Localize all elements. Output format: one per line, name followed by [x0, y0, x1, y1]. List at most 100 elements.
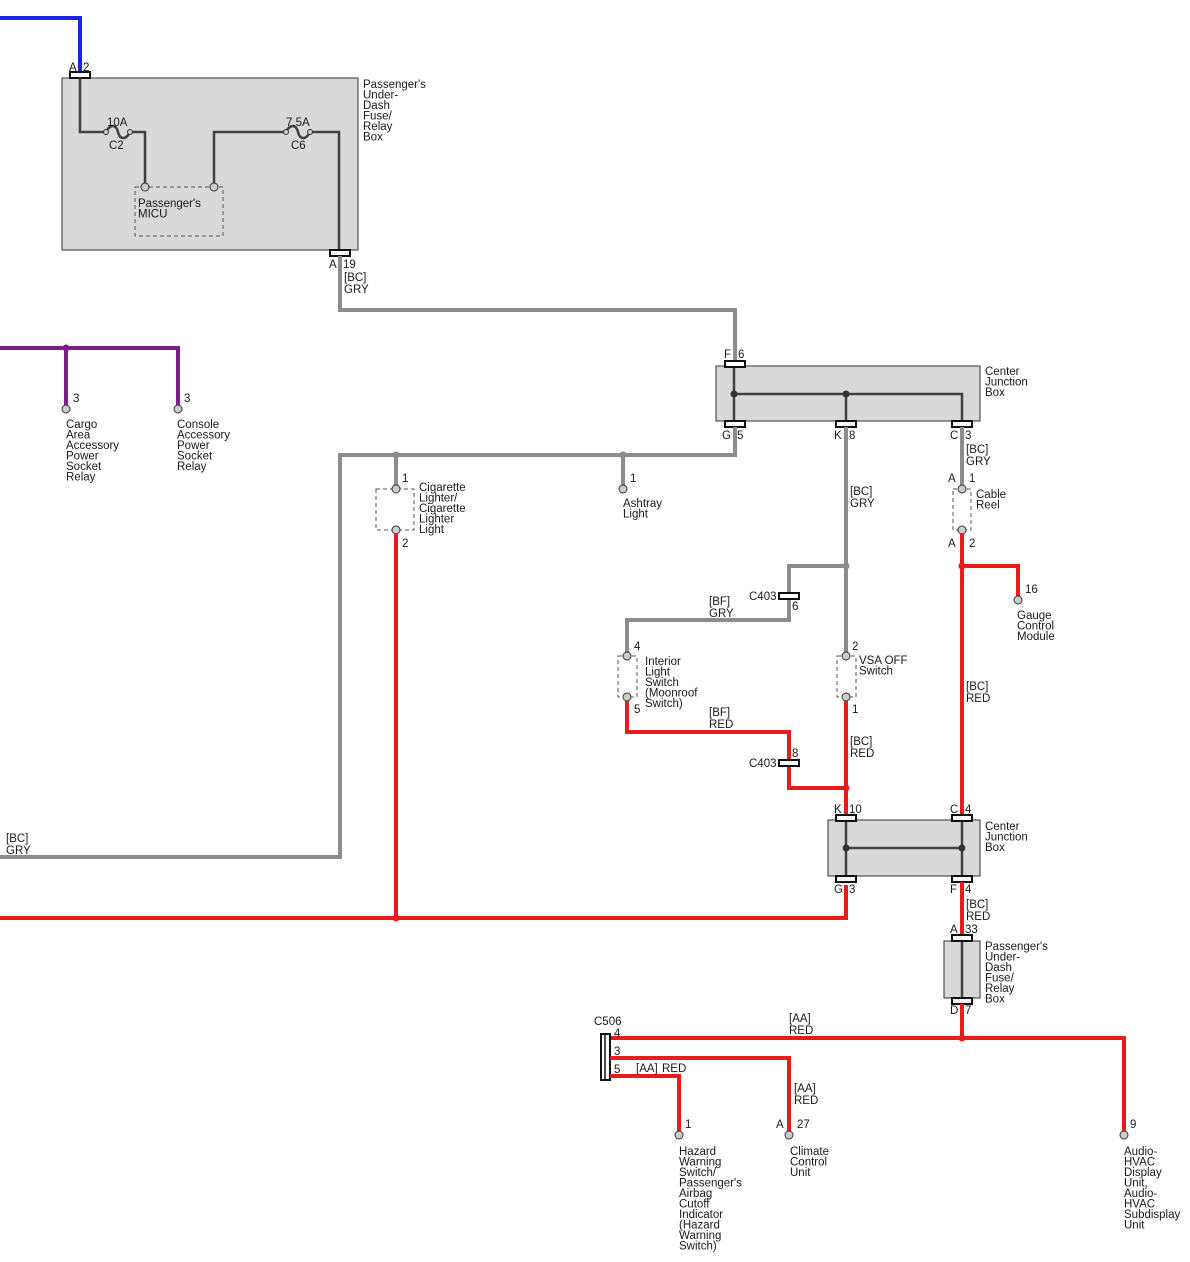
wire-climate-red-code: [AA] [794, 1083, 816, 1095]
connector-c4-pin: 4 [965, 804, 972, 816]
cjb-top-label: Center Junction Box [985, 366, 1031, 399]
ashtray-label: Ashtray Light [623, 498, 665, 521]
cig-lighter-label: Cigarette Lighter/ Cigarette Lighter Lig… [419, 482, 469, 536]
connector-f4 [951, 875, 973, 883]
connector-f4-pin: 4 [965, 884, 972, 896]
connector-c4 [951, 814, 973, 822]
connector-g5 [724, 420, 746, 428]
cig-lighter-terminal-top [391, 484, 401, 494]
ashtray-terminal [618, 484, 628, 494]
cargo-relay-pin: 3 [73, 393, 79, 405]
connector-a19-pin: 19 [343, 259, 356, 271]
c506-name: C506 [594, 1016, 622, 1028]
fuse-c2-name: C2 [109, 140, 124, 152]
c403-lower-name: C403 [749, 758, 777, 770]
connector-g3 [835, 875, 857, 883]
fuse-c6-to-output [310, 130, 341, 250]
wire-k8-code: [BC] [850, 486, 872, 498]
fuse-c6-left-terminal [283, 129, 289, 135]
wire-k8-color: GRY [850, 498, 875, 510]
fuse-c2-symbol [104, 124, 132, 140]
wire-interior-red-color: RED [709, 719, 733, 731]
vsa-switch-label: VSA OFF Switch [859, 655, 911, 678]
connector-c3-conn: C [950, 430, 958, 442]
cig-lighter-pin-top: 1 [402, 473, 408, 485]
wire-left-gray-color: GRY [6, 845, 31, 857]
fuse-c6-rating: 7.5A [286, 117, 310, 129]
wire-bottom-red [0, 885, 848, 920]
wire-hazard-red [610, 1074, 681, 1131]
wire-gauge-red-code: [BC] [966, 681, 988, 693]
wire-c403-gray-code: [BF] [709, 596, 730, 608]
wire-interior-red-code: [BF] [709, 707, 730, 719]
wire-c3-color: GRY [966, 456, 991, 468]
wire-hazard-red-code: [AA] [636, 1063, 658, 1075]
connector-k8-conn: K [834, 430, 842, 442]
interior-switch-terminal-bottom [622, 692, 632, 702]
fuse-c2-left-terminal [103, 129, 109, 135]
audio-terminal [1119, 1130, 1129, 1140]
connector-d7-pin: 7 [965, 1005, 971, 1017]
climate-label: Climate Control Unit [790, 1146, 832, 1179]
cable-reel-conn-bottom: A [948, 538, 956, 550]
cig-lighter-pin-bottom: 2 [402, 538, 408, 550]
connector-a33-pin: 33 [965, 924, 978, 936]
fuse-c6-symbol [284, 124, 312, 140]
connector-d7-conn: D [950, 1005, 958, 1017]
wire-vsa-red-code: [BC] [850, 736, 872, 748]
wire-c3-code: [BC] [966, 444, 988, 456]
audio-label: Audio- HVAC Display Unit, Audio- HVAC Su… [1124, 1146, 1183, 1232]
cjb-top-bus [734, 392, 964, 421]
blue-input-wire [0, 16, 82, 74]
connector-a33 [951, 934, 973, 942]
connector-k8-pin: 8 [849, 430, 855, 442]
connector-f6-conn: F [724, 349, 731, 361]
connector-c403-lower [778, 759, 800, 767]
connector-a33-conn: A [950, 924, 958, 936]
cjb-top-junction-mid [842, 390, 850, 398]
passenger-fuse-box-top [61, 77, 359, 251]
cig-lighter-terminal-bottom [391, 525, 401, 535]
connector-d7 [951, 997, 973, 1005]
wire-c403-gray [625, 564, 846, 652]
connector-f6 [724, 360, 746, 368]
climate-pin: 27 [797, 1119, 810, 1131]
connector-g3-pin: 3 [849, 884, 855, 896]
cig-lighter-outline [375, 488, 415, 531]
vsa-switch-pin-top: 2 [852, 641, 858, 653]
fuse-c2-to-micu [130, 130, 147, 184]
connector-k10 [835, 814, 857, 822]
interior-switch-pin-bottom: 5 [634, 704, 640, 716]
connector-c403-upper [778, 592, 800, 600]
connector-a19-conn: A [329, 259, 337, 271]
vsa-switch-pin-bottom: 1 [852, 704, 858, 716]
audio-pin: 9 [1130, 1119, 1136, 1131]
wire-audio-red [610, 1036, 1126, 1131]
c506-pin-mid: 3 [614, 1046, 620, 1058]
micu-outline [134, 186, 224, 237]
wire-gauge-red [962, 564, 1020, 596]
connector-g3-conn: G [834, 884, 843, 896]
cjb-top-junction-left [730, 390, 738, 398]
micu-terminal-left [140, 182, 150, 192]
connector-c3-pin: 3 [965, 430, 971, 442]
wire-audio-red-code: [AA] [789, 1013, 811, 1025]
connector-a19 [329, 249, 351, 257]
connector-f4-conn: F [950, 884, 957, 896]
connector-a2-conn: A [69, 62, 77, 74]
wire-c403-gray-color: GRY [709, 608, 734, 620]
wire-climate-red-color: RED [794, 1095, 818, 1107]
wire-gauge-red-color: RED [966, 693, 990, 705]
hazard-label: Hazard Warning Switch/ Passenger's Airba… [679, 1146, 745, 1253]
connector-g5-conn: G [722, 430, 731, 442]
cable-reel-conn-top: A [948, 473, 956, 485]
wire-fuse-out-color: GRY [344, 284, 369, 296]
red-junction-vsa [842, 784, 850, 792]
c506-pin-bot: 5 [614, 1064, 620, 1076]
fuse-c2-right-terminal [127, 129, 133, 135]
interior-switch-label: Interior Light Switch (Moonroof Switch) [645, 656, 701, 710]
wire-climate-red [610, 1056, 791, 1131]
wire-fuse-to-cjb [338, 256, 737, 361]
wire-audio-red-color: RED [789, 1025, 813, 1037]
